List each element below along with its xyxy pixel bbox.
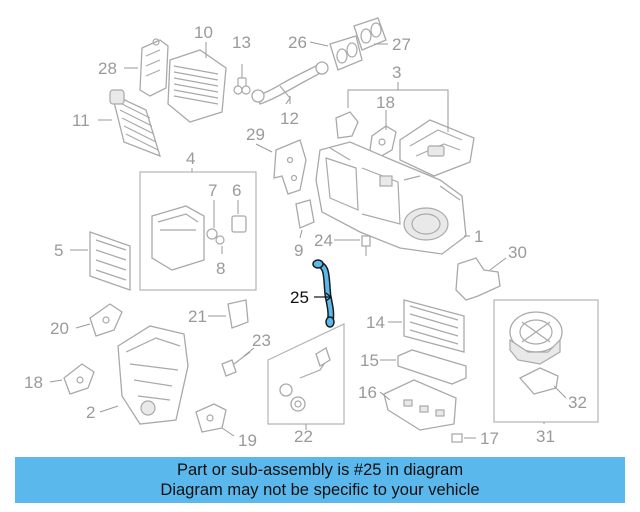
- callout-32[interactable]: 32: [568, 393, 587, 412]
- callout-18b[interactable]: 18: [24, 373, 43, 392]
- part-5-cabin-filter[interactable]: [89, 231, 131, 291]
- part-25-hose[interactable]: [312, 259, 335, 328]
- part-27-gasket[interactable]: [353, 17, 387, 51]
- part-24-bolt[interactable]: [361, 235, 371, 256]
- callout-16[interactable]: 16: [358, 383, 377, 402]
- callout-7[interactable]: 7: [208, 181, 217, 200]
- part-2-lower-housing[interactable]: [117, 325, 189, 425]
- callout-3[interactable]: 3: [392, 63, 401, 82]
- callout-6[interactable]: 6: [232, 181, 241, 200]
- part-3-housing-cover[interactable]: [399, 119, 475, 177]
- callout-30[interactable]: 30: [508, 243, 527, 262]
- part-20-actuator[interactable]: [89, 303, 123, 337]
- callout-31[interactable]: 31: [536, 427, 555, 446]
- part-26-gasket[interactable]: [329, 35, 363, 71]
- part-7-oring[interactable]: [206, 228, 218, 240]
- callout-22[interactable]: 22: [294, 427, 313, 446]
- callout-19[interactable]: 19: [238, 431, 257, 450]
- info-banner: Part or sub-assembly is #25 in diagram D…: [15, 457, 625, 503]
- callout-1[interactable]: 1: [474, 227, 483, 246]
- part-23-linkage[interactable]: [221, 351, 251, 377]
- part-9-plug[interactable]: [295, 199, 315, 229]
- banner-line-2: Diagram may not be specific to your vehi…: [160, 481, 480, 499]
- part-17-screw[interactable]: [451, 433, 463, 443]
- group-box-4: [139, 171, 257, 291]
- callout-25[interactable]: 25: [290, 288, 309, 307]
- callout-11[interactable]: 11: [72, 111, 90, 130]
- callout-29[interactable]: 29: [246, 125, 265, 144]
- leader-lines: [49, 41, 567, 439]
- part-10-core[interactable]: [167, 49, 227, 123]
- group-box-22: [267, 323, 345, 425]
- part-6-clip[interactable]: [231, 215, 247, 233]
- part-19-actuator[interactable]: [195, 403, 227, 433]
- part-3-small-bracket[interactable]: [335, 111, 359, 139]
- callout-28[interactable]: 28: [98, 59, 117, 78]
- callout-13[interactable]: 13: [232, 33, 251, 52]
- callout-labels: 1 2 3 4 5 6 7 8 9 10 11 12 13 14 15 16 1…: [24, 23, 587, 450]
- part-21-bracket[interactable]: [227, 299, 249, 329]
- part-16-tray[interactable]: [383, 379, 457, 431]
- part-30-duct[interactable]: [455, 257, 501, 301]
- callout-20[interactable]: 20: [50, 319, 69, 338]
- part-4-filter-housing[interactable]: [151, 205, 205, 271]
- callout-23[interactable]: 23: [252, 331, 271, 350]
- callout-24[interactable]: 24: [314, 231, 333, 250]
- callout-18[interactable]: 18: [376, 93, 395, 112]
- part-31-blower-motor[interactable]: [509, 311, 563, 365]
- part-22-linkage-kit[interactable]: [279, 347, 331, 412]
- callout-26[interactable]: 26: [288, 33, 307, 52]
- part-32-resistor[interactable]: [518, 367, 559, 395]
- part-12-ac-pipe[interactable]: [251, 61, 329, 105]
- part-8-sensor[interactable]: [215, 235, 225, 245]
- callout-4[interactable]: 4: [186, 149, 195, 168]
- callout-14[interactable]: 14: [366, 313, 385, 332]
- part-28-bracket[interactable]: [139, 38, 169, 97]
- banner-line-1: Part or sub-assembly is #25 in diagram: [176, 461, 464, 479]
- callout-27[interactable]: 27: [392, 35, 411, 54]
- part-14-evaporator[interactable]: [403, 299, 465, 353]
- callout-21[interactable]: 21: [188, 307, 207, 326]
- group-box-31: [493, 299, 599, 423]
- callout-8[interactable]: 8: [216, 259, 225, 278]
- part-11-heater-core[interactable]: [109, 89, 162, 158]
- callout-5[interactable]: 5: [54, 241, 63, 260]
- callout-15[interactable]: 15: [360, 351, 379, 370]
- part-1-hvac-housing[interactable]: [315, 141, 467, 255]
- part-29-bracket[interactable]: [273, 139, 307, 195]
- parts-diagram: 1 2 3 4 5 6 7 8 9 10 11 12 13 14 15 16 1…: [24, 17, 599, 450]
- callout-10[interactable]: 10: [194, 23, 213, 42]
- callout-2[interactable]: 2: [86, 403, 95, 422]
- callout-9[interactable]: 9: [294, 241, 303, 260]
- part-18-actuator-lower[interactable]: [63, 363, 95, 395]
- callout-12[interactable]: 12: [280, 109, 299, 128]
- callout-17[interactable]: 17: [480, 429, 499, 448]
- part-15-plate[interactable]: [397, 349, 467, 385]
- part-13-orings[interactable]: [233, 64, 251, 95]
